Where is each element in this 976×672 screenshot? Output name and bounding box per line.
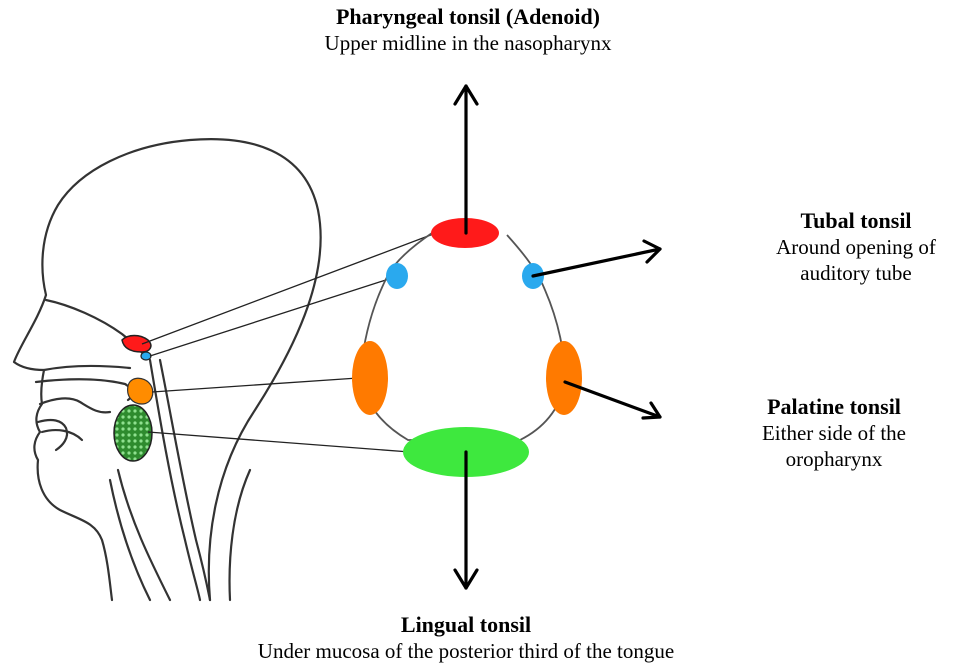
palatine-desc-line1: Either side of the [712,420,956,446]
head-tonsils [114,336,153,462]
head-tubal-shape [141,352,151,360]
lingual-label: Lingual tonsil Under mucosa of the poste… [186,612,746,664]
tubal-desc-line1: Around opening of [736,234,976,260]
arrows [455,86,660,588]
palatine-label: Palatine tonsil Either side of the oroph… [712,394,956,472]
head-profile [14,139,321,600]
pharyngeal-desc: Upper midline in the nasopharynx [218,30,718,56]
pharyngeal-title: Pharyngeal tonsil (Adenoid) [218,4,718,30]
tubal-label: Tubal tonsil Around opening of auditory … [736,208,976,286]
head-palatine-shape [128,378,153,404]
head-lingual-shape [114,405,152,461]
tubal-title: Tubal tonsil [736,208,976,234]
lingual-title: Lingual tonsil [186,612,746,638]
lingual-desc: Under mucosa of the posterior third of t… [186,638,746,664]
tubal-desc-line2: auditory tube [736,260,976,286]
pharyngeal-label: Pharyngeal tonsil (Adenoid) Upper midlin… [218,4,718,56]
head-adenoid-shape [122,336,151,353]
arrow-up [455,86,477,233]
palatine-tonsil-left-shape [352,341,388,415]
palatine-title: Palatine tonsil [712,394,956,420]
arrow-tubal [533,241,660,276]
tubal-tonsil-left-shape [386,263,408,289]
arrow-palatine [565,382,660,418]
palatine-tonsil-right-shape [546,341,582,415]
palatine-desc-line2: oropharynx [712,446,956,472]
